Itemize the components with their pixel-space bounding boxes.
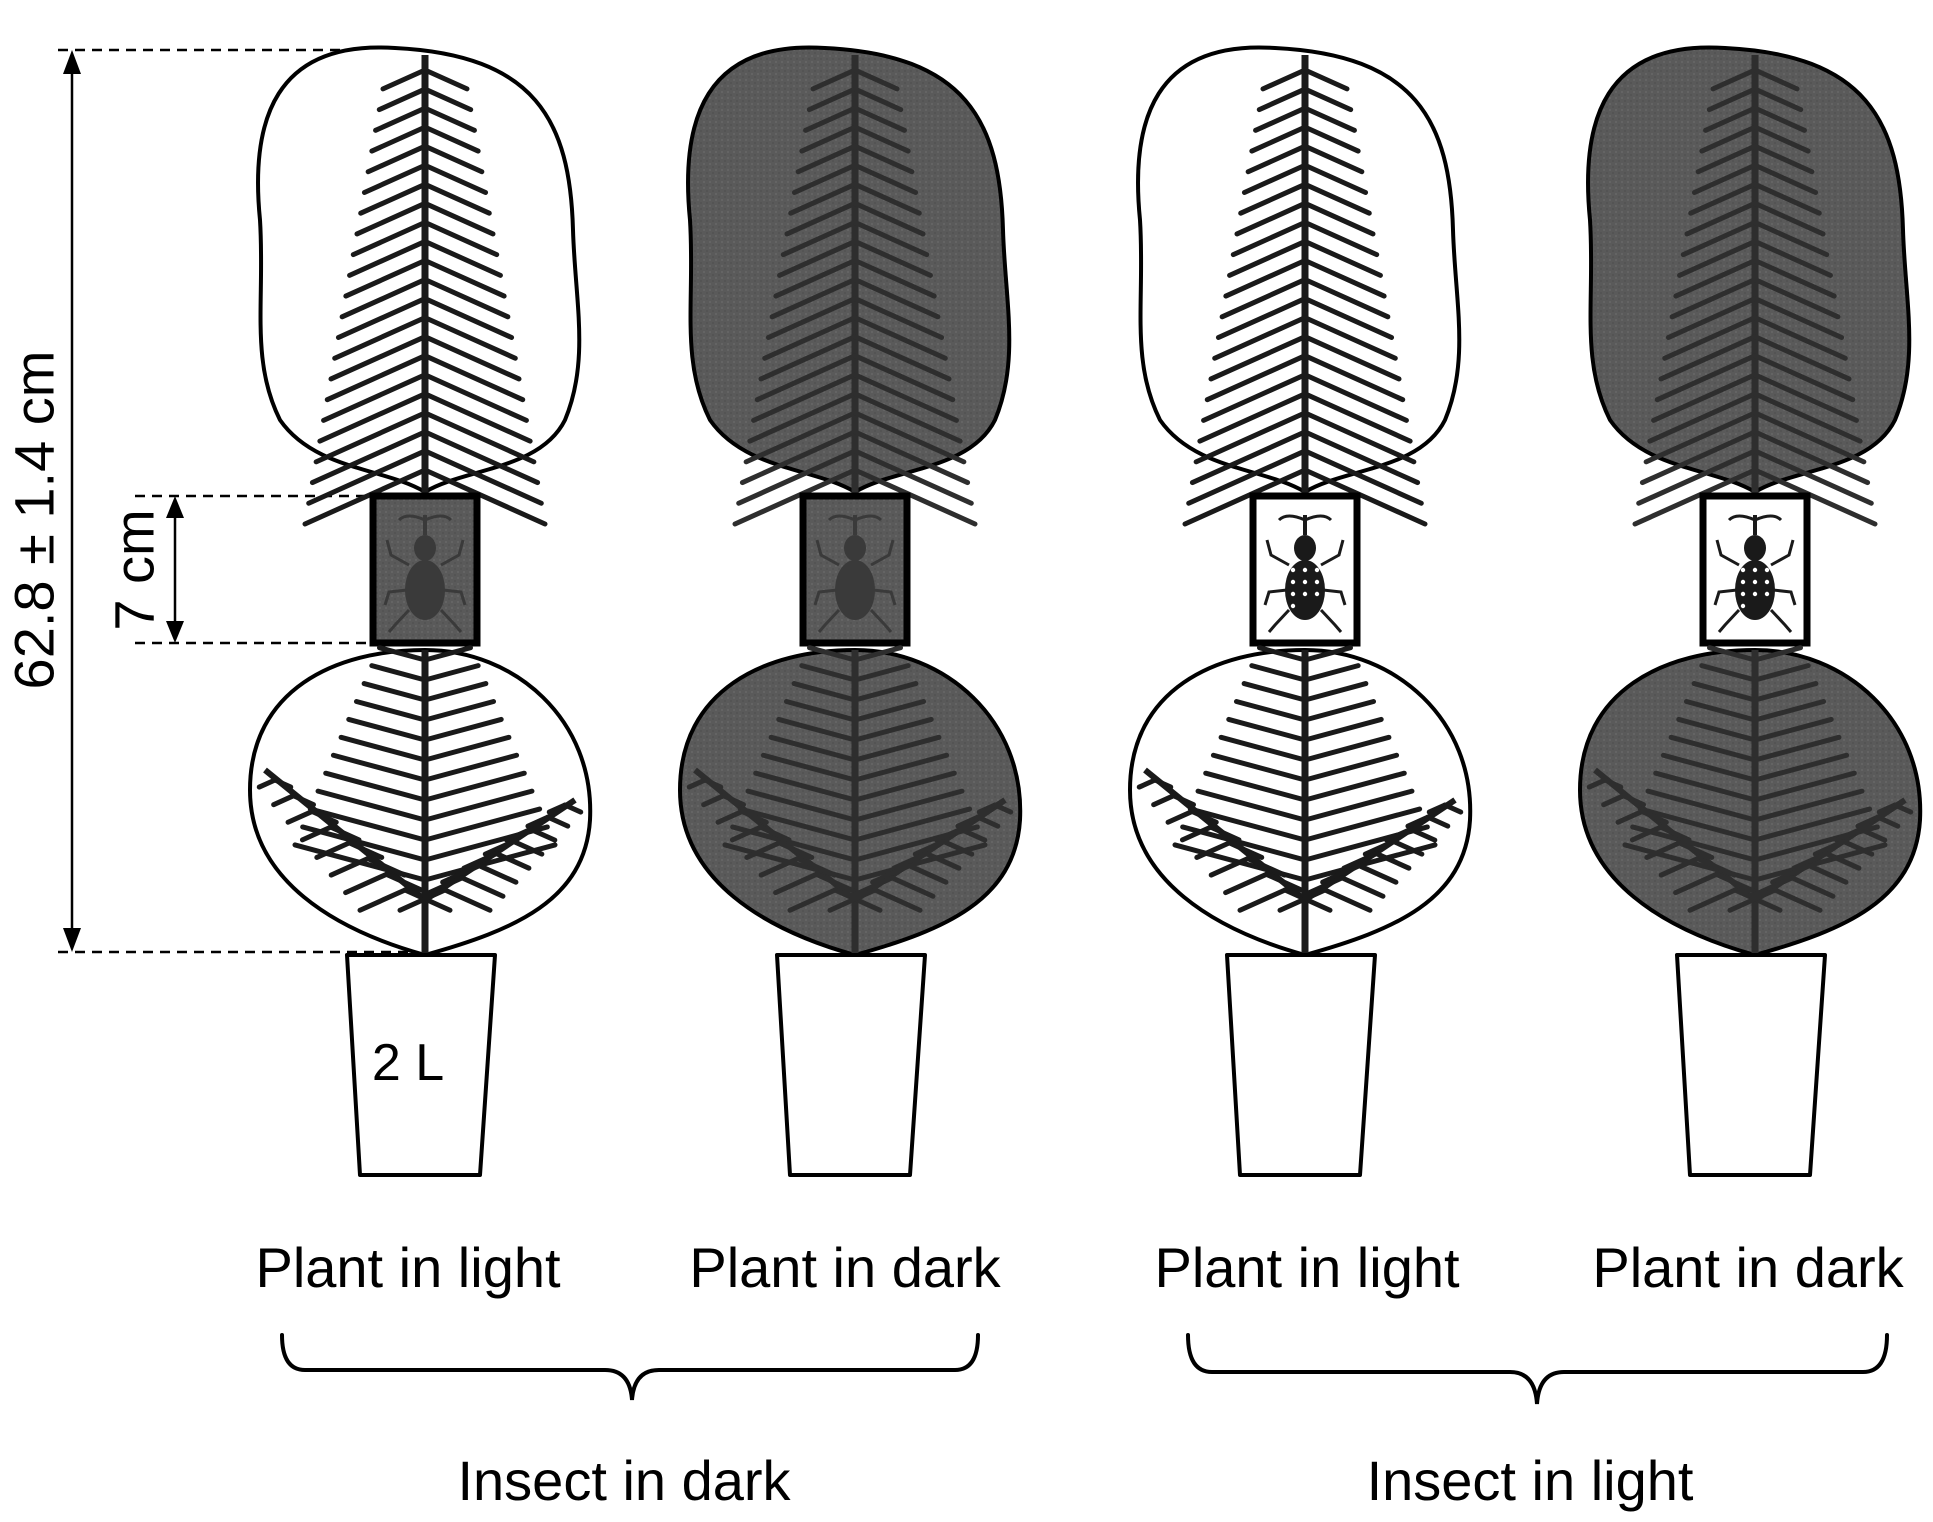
plants-layer xyxy=(247,45,1923,1177)
upper-branch-icon xyxy=(1182,55,1428,527)
pot xyxy=(345,953,497,1177)
brace-insect-light xyxy=(1186,1333,1889,1405)
arrow-heads xyxy=(63,50,184,952)
box-height-label: 7 cm xyxy=(102,509,166,631)
plant-4 xyxy=(1577,45,1923,1177)
pot xyxy=(775,953,927,1177)
upper-bag xyxy=(1586,45,1912,495)
group-label-insect-light: Insect in light xyxy=(1366,1449,1694,1512)
lower-branch-icon xyxy=(1136,645,1464,955)
plant-1 xyxy=(247,45,593,1177)
lower-branch-icon xyxy=(256,645,584,955)
pot xyxy=(1225,953,1377,1177)
brace-insect-dark xyxy=(280,1333,980,1401)
weevil-icon xyxy=(1263,514,1347,633)
upper-bag xyxy=(1136,45,1462,495)
plant-label-4: Plant in dark xyxy=(1592,1236,1904,1299)
total-height-label: 62.8 ± 1.4 cm xyxy=(2,350,66,690)
weevil-icon xyxy=(383,514,467,633)
upper-bag xyxy=(256,45,582,495)
plant-label-1: Plant in light xyxy=(255,1236,561,1299)
upper-branch-icon xyxy=(1632,55,1878,527)
weevil-icon xyxy=(813,514,897,633)
upper-branch-icon xyxy=(302,55,548,527)
lower-branch-icon xyxy=(686,645,1014,955)
pot-volume-label: 2 L xyxy=(371,1034,445,1092)
plant-label-3: Plant in light xyxy=(1154,1236,1460,1299)
plant-2 xyxy=(677,45,1023,1177)
weevil-icon xyxy=(1713,514,1797,633)
upper-bag xyxy=(686,45,1012,495)
group-label-insect-dark: Insect in dark xyxy=(457,1449,791,1512)
lower-branch-icon xyxy=(1586,645,1914,955)
plant-3 xyxy=(1127,45,1473,1177)
plant-label-2: Plant in dark xyxy=(689,1236,1001,1299)
upper-branch-icon xyxy=(732,55,978,527)
pot xyxy=(1675,953,1827,1177)
